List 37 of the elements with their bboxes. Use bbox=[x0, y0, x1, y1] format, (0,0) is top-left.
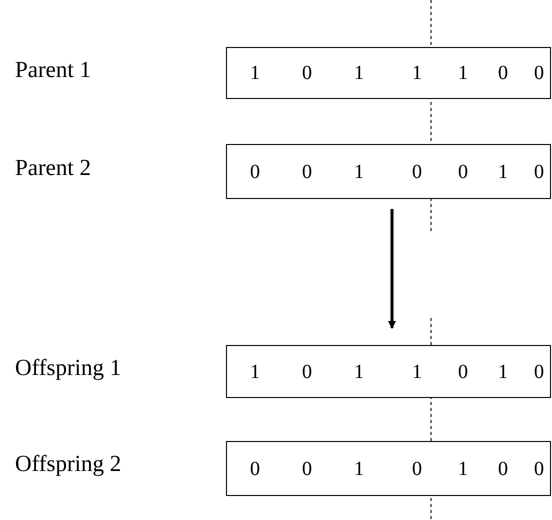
gene-value: 0 bbox=[412, 458, 422, 478]
gene-value: 0 bbox=[302, 162, 312, 182]
row-label: Parent 1 bbox=[15, 58, 92, 81]
gene-value: 1 bbox=[354, 63, 364, 83]
gene-value: 0 bbox=[412, 162, 422, 182]
gene-value: 0 bbox=[250, 162, 260, 182]
gene-value: 0 bbox=[302, 458, 312, 478]
gene-value: 1 bbox=[412, 362, 422, 382]
gene-value: 1 bbox=[250, 63, 260, 83]
row-label: Offspring 2 bbox=[15, 452, 122, 475]
gene-value: 0 bbox=[302, 63, 312, 83]
gene-value: 0 bbox=[458, 162, 468, 182]
chromosome-box bbox=[226, 47, 551, 99]
gene-value: 0 bbox=[458, 362, 468, 382]
gene-value: 0 bbox=[534, 362, 544, 382]
gene-value: 1 bbox=[354, 458, 364, 478]
gene-value: 1 bbox=[412, 63, 422, 83]
gene-value: 0 bbox=[498, 458, 508, 478]
chromosome-box bbox=[226, 441, 551, 496]
row-label: Offspring 1 bbox=[15, 356, 122, 379]
gene-value: 1 bbox=[354, 362, 364, 382]
gene-value: 1 bbox=[250, 362, 260, 382]
gene-value: 0 bbox=[534, 458, 544, 478]
arrow bbox=[388, 209, 396, 329]
gene-value: 1 bbox=[458, 63, 468, 83]
gene-value: 1 bbox=[498, 362, 508, 382]
gene-value: 0 bbox=[534, 63, 544, 83]
gene-value: 0 bbox=[498, 63, 508, 83]
gene-value: 0 bbox=[250, 458, 260, 478]
gene-value: 1 bbox=[458, 458, 468, 478]
chromosome-box bbox=[226, 345, 551, 398]
gene-value: 1 bbox=[354, 162, 364, 182]
gene-value: 1 bbox=[498, 162, 508, 182]
gene-value: 0 bbox=[534, 162, 544, 182]
row-label: Parent 2 bbox=[15, 156, 92, 179]
chromosome-box bbox=[226, 144, 551, 199]
gene-value: 0 bbox=[302, 362, 312, 382]
